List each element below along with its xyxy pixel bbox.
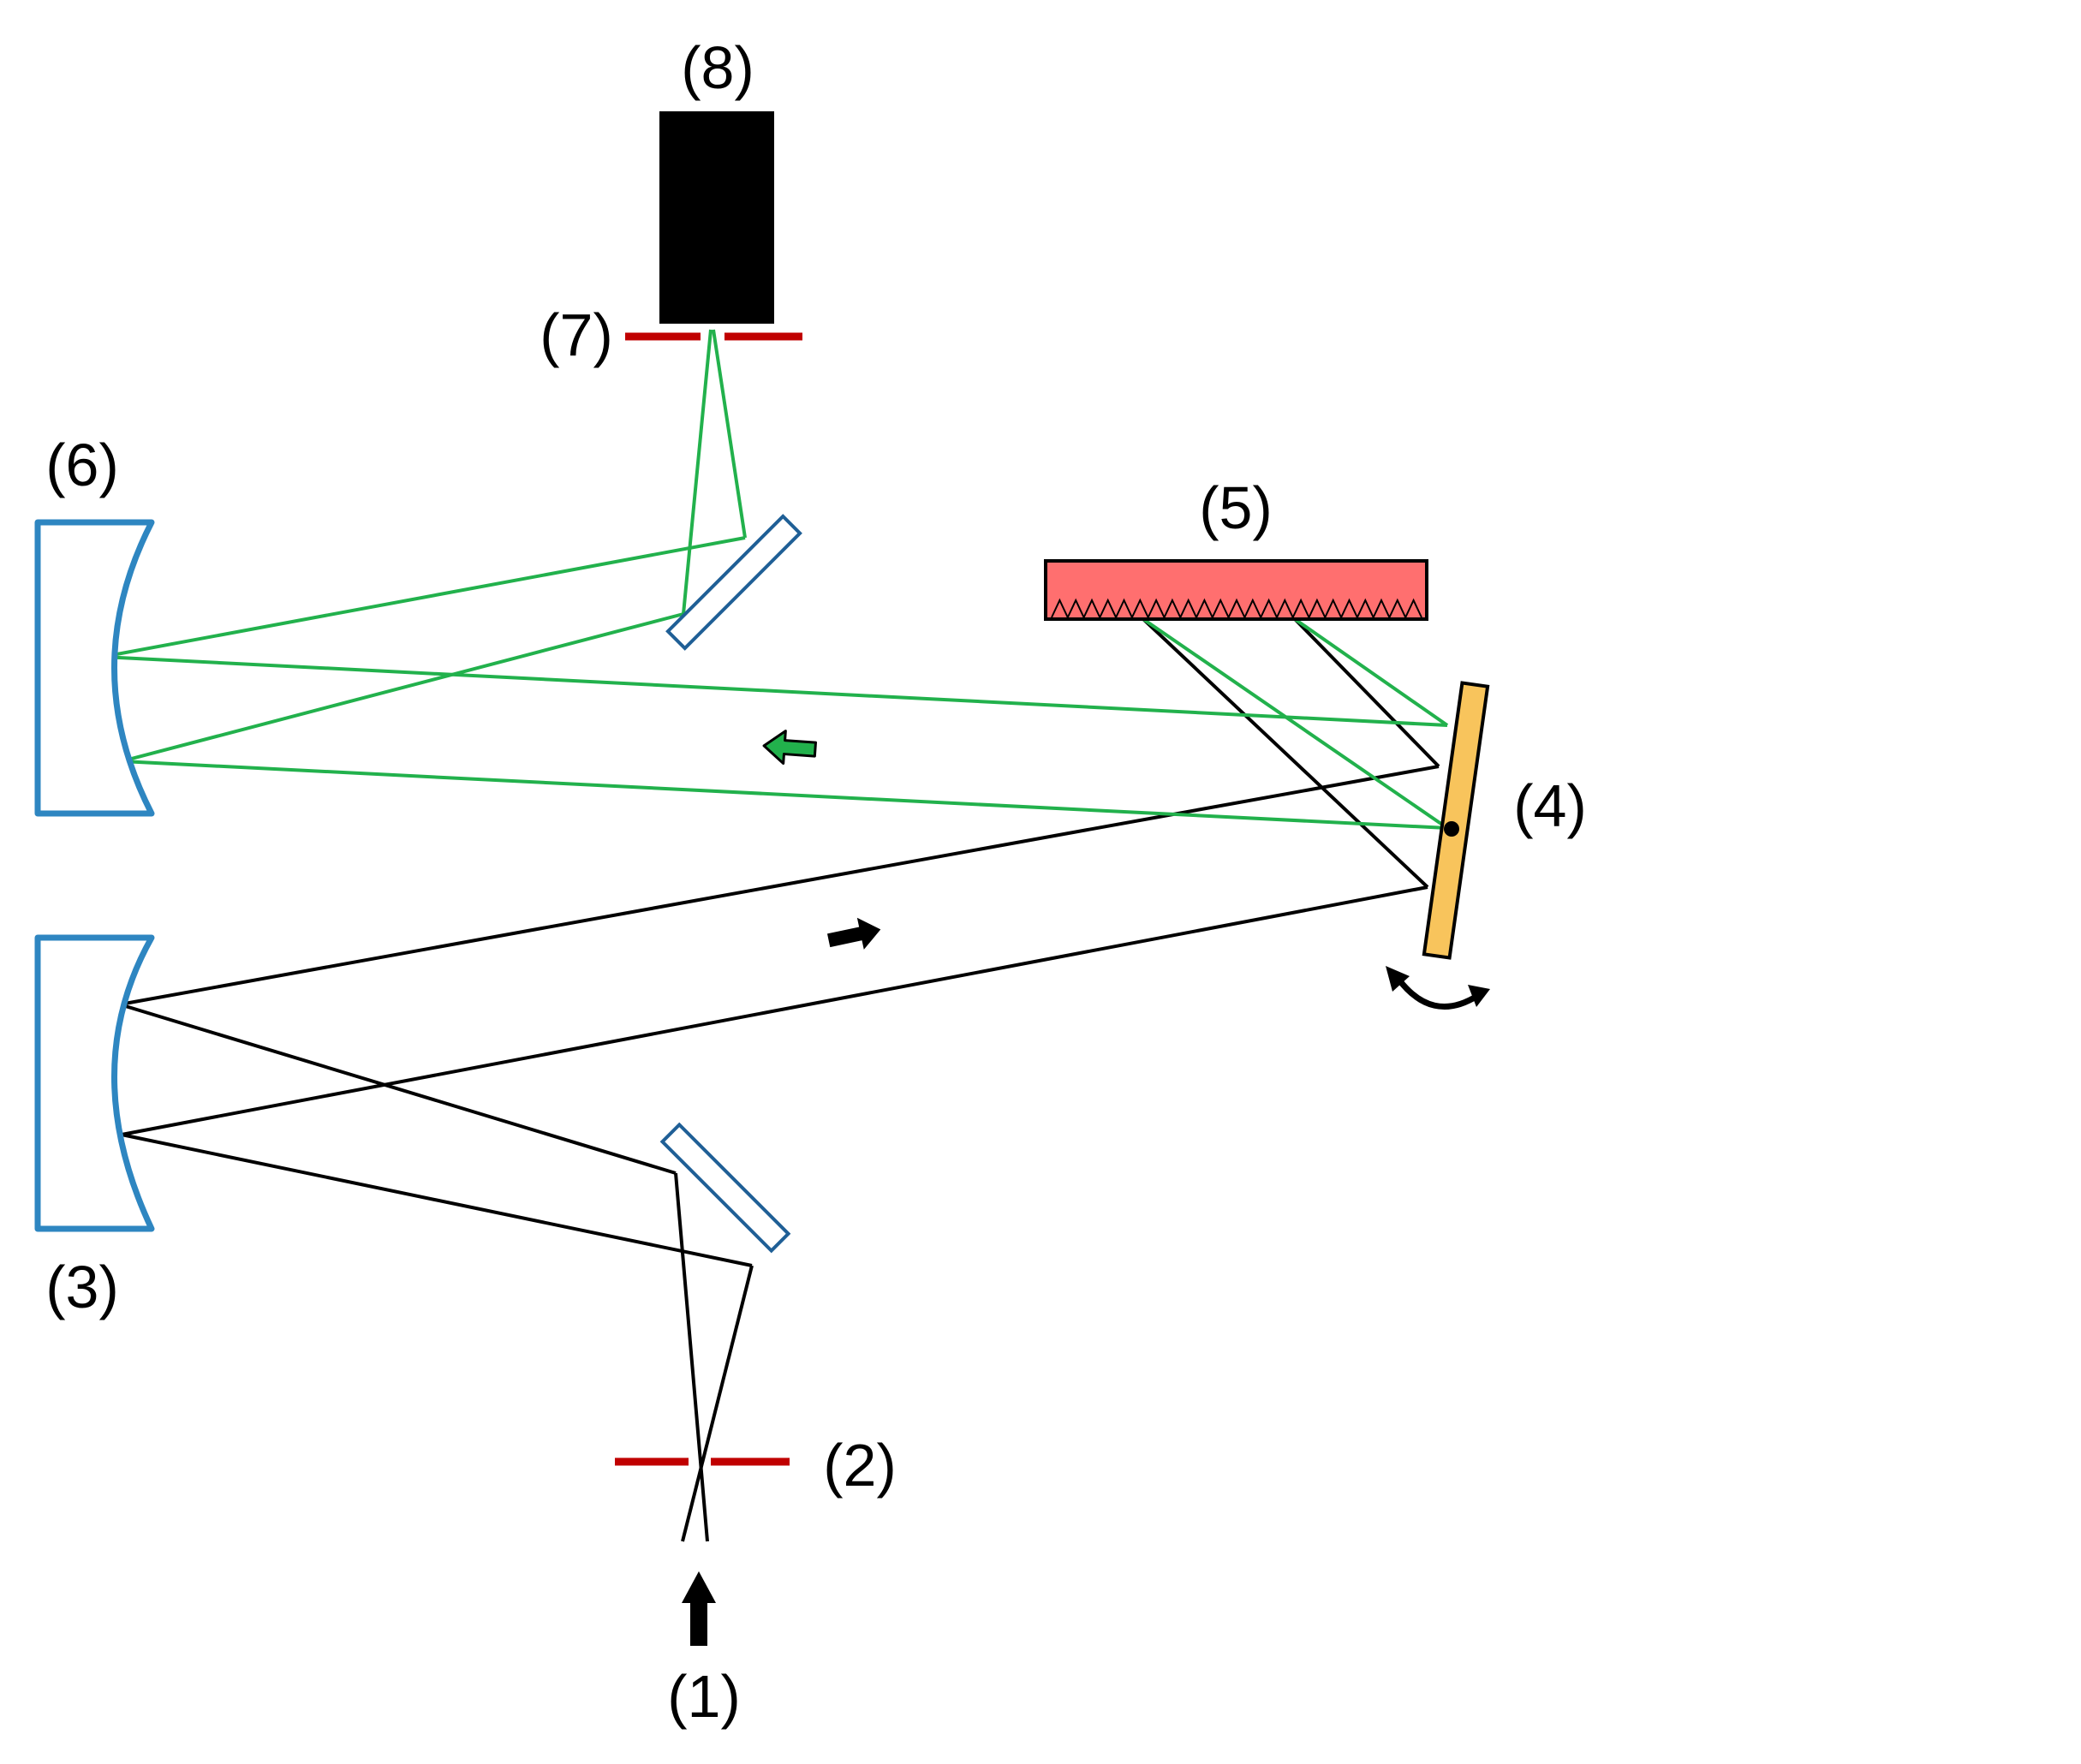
rotation-arrow-icon (1386, 966, 1490, 1010)
label-entrance-slit: (2) (823, 1432, 897, 1499)
collimating-mirror (34, 934, 155, 1232)
exit-fold-mirror (665, 514, 802, 651)
rotation-arrowhead (1386, 966, 1410, 992)
entrance-fold-mirror (659, 1122, 791, 1254)
grating-ray (1293, 617, 1440, 768)
focusing-mirror (34, 519, 155, 817)
focused-ray (121, 612, 684, 763)
label-grating: (5) (1199, 474, 1273, 541)
focused-ray (102, 536, 746, 659)
grating-ray (1142, 617, 1429, 889)
diffracted-ray (102, 655, 1448, 727)
scanning-mirror-body (1422, 681, 1490, 960)
diffracted-beam (102, 329, 1449, 830)
incident-ray (119, 1003, 677, 1175)
label-scanning-mirror: (4) (1513, 772, 1587, 839)
return-direction-arrow-icon (762, 730, 817, 766)
collimated-ray (121, 885, 1428, 1136)
label-entrance: (1) (667, 1663, 741, 1730)
collimated-ray (119, 765, 1440, 1006)
focused-ray (682, 329, 713, 615)
incident-ray (121, 1133, 753, 1267)
incident-beam (119, 617, 1440, 1542)
pivot-point (1444, 821, 1459, 837)
label-focusing-mirror: (6) (45, 432, 119, 498)
focused-ray (712, 329, 747, 539)
label-collimating-mirror: (3) (45, 1254, 119, 1320)
rotation-arrowhead (1468, 985, 1490, 1007)
diffraction-grating (1044, 559, 1428, 621)
incident-ray (681, 1265, 754, 1542)
diffracted-ray (1142, 617, 1449, 830)
detector (659, 111, 774, 324)
input-direction-arrow-icon (682, 1571, 716, 1646)
forward-direction-arrow-icon (826, 917, 881, 950)
incident-ray (674, 1172, 709, 1542)
label-exit-slit: (7) (540, 301, 613, 368)
grating-grooves (1051, 598, 1422, 620)
scanning-mirror (1422, 681, 1490, 960)
label-detector: (8) (681, 34, 754, 101)
diffracted-ray (1293, 617, 1449, 727)
diffracted-ray (121, 760, 1448, 830)
grating-body (1044, 559, 1428, 621)
